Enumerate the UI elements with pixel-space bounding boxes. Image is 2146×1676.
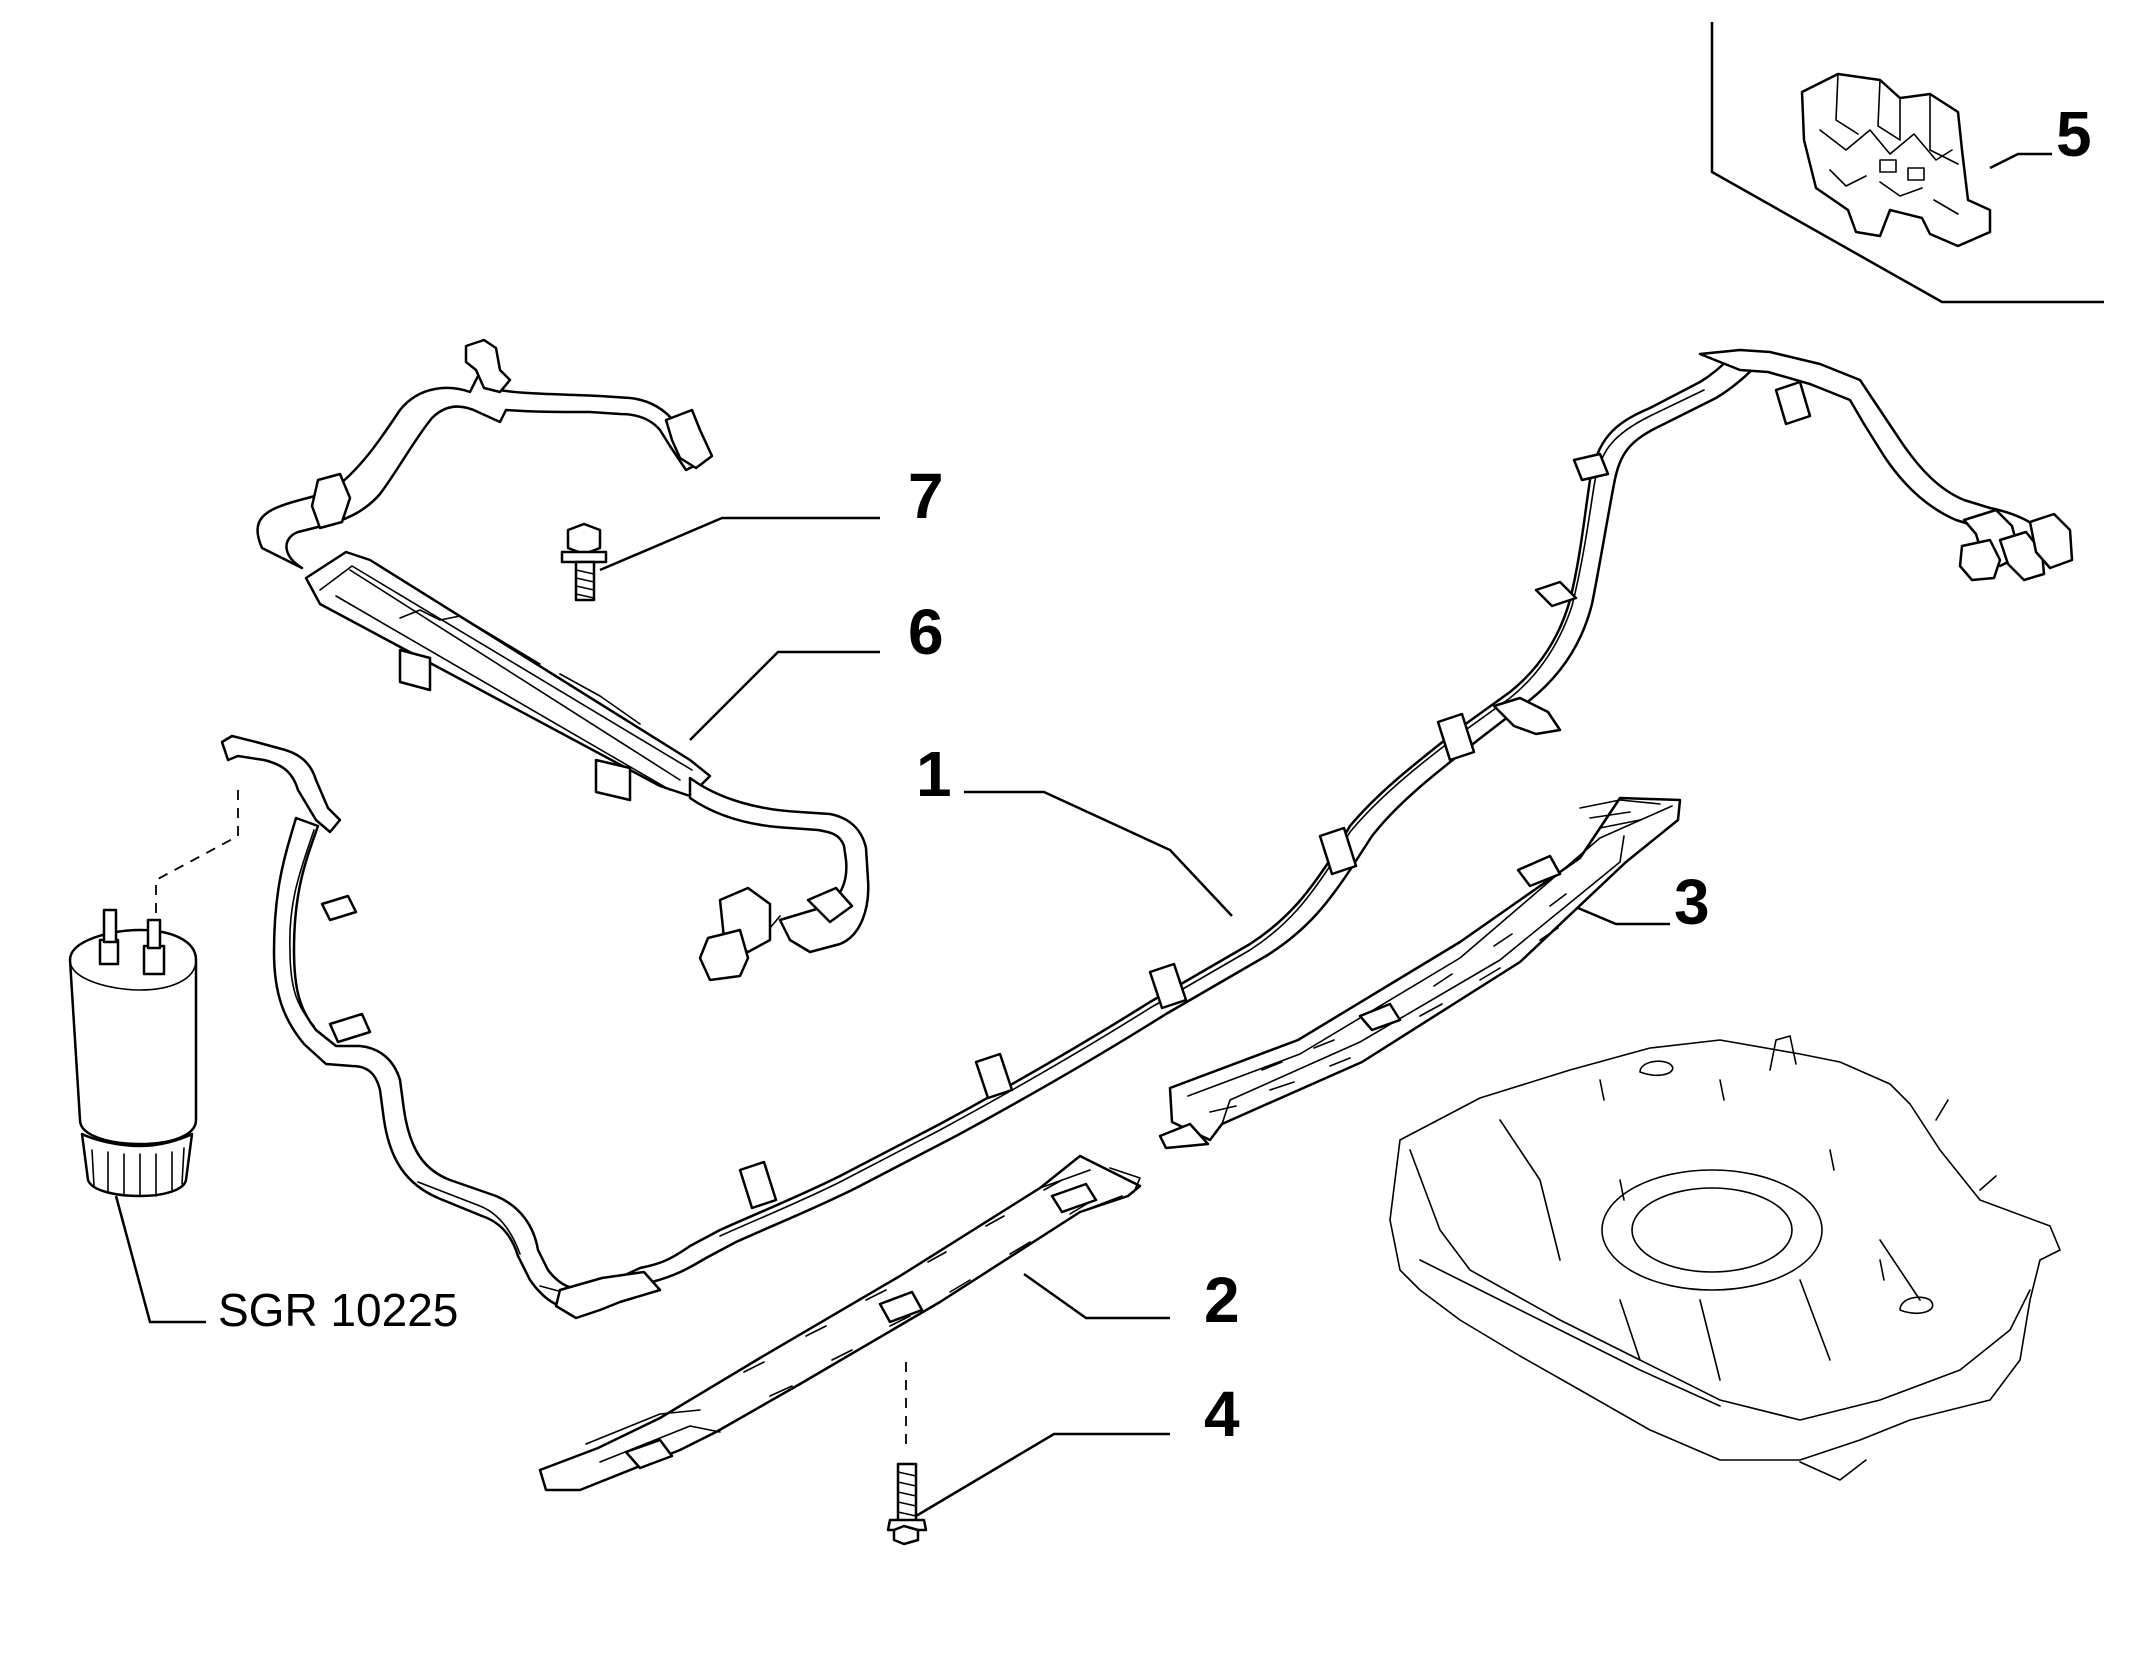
fuel-tank [1389,1035,2061,1481]
fuel-line-bundle-part-6[interactable] [256,338,870,982]
callout-1: 1 [916,738,952,810]
leader-sgr [114,1195,206,1324]
leader-7 [599,516,880,572]
callout-3: 3 [1674,866,1710,938]
leader-5 [1989,152,2052,170]
reference-label-sgr: SGR 10225 [218,1284,458,1336]
bolt-part-4[interactable] [886,1462,928,1546]
bracket-part-3[interactable] [1158,796,1682,1150]
callout-4: 4 [1204,1378,1240,1450]
callout-7: 7 [908,460,944,532]
bracket-part-2[interactable] [538,1154,1142,1492]
callout-2: 2 [1204,1264,1240,1336]
leader-3 [1577,906,1670,926]
leader-4 [915,1432,1170,1518]
callout-5: 5 [2056,98,2092,170]
leader-2 [1023,1272,1170,1320]
leader-lines [114,152,2052,1518]
leader-6 [689,650,880,741]
fuel-filter[interactable] [68,908,198,1198]
pipe-clip-part-5[interactable] [1800,72,1992,248]
inset-frame [1710,22,2104,304]
callout-6: 6 [908,596,944,668]
bolt-part-7[interactable] [560,522,608,602]
leader-1 [964,790,1233,917]
filter-connection-dashline [155,790,239,920]
main-fuel-line-part-1[interactable] [220,348,2074,1320]
